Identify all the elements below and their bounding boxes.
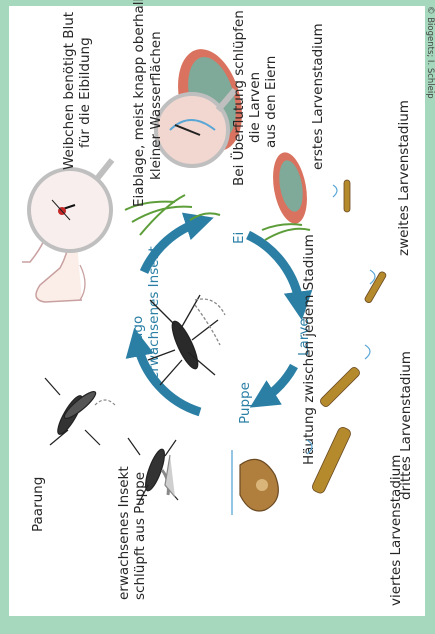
caption-fourth-instar: viertes Larvenstadium xyxy=(388,455,404,606)
arrow-egg-to-larva xyxy=(248,235,300,306)
caption-flood-2: die Larven xyxy=(247,72,263,143)
caption-blood-2: für die Eibildung xyxy=(77,37,93,148)
cycle-label-egg: Ei xyxy=(231,232,247,244)
larva-first-instar xyxy=(333,180,350,212)
caption-laying-1: Eiablage, meist knapp oberhalb xyxy=(131,0,147,207)
caption-blood-1: Weibchen benötigt Blut xyxy=(61,12,77,170)
mating-illustration xyxy=(45,378,115,445)
credit-text: © Biogents; I. Schleip xyxy=(425,6,435,99)
flooded-pot-illustration xyxy=(262,150,312,240)
larva-second-instar xyxy=(364,270,387,304)
cycle-label-imago-1: Imago xyxy=(130,316,146,358)
caption-emerge-2: schlüpft aus Puppe xyxy=(132,472,148,600)
caption-flood-3: aus den Eiern xyxy=(263,56,279,148)
caption-laying-2: kleiner Wasserflächen xyxy=(148,31,164,180)
arrow-larva-to-pupa xyxy=(262,366,294,400)
caption-mating: Paarung xyxy=(30,477,46,532)
pupa-illustration xyxy=(232,450,278,515)
larva-third-instar xyxy=(319,345,370,408)
caption-second-instar: zweites Larvenstadium xyxy=(396,100,412,256)
caption-moulting: Häutung zwischen jedem Stadium xyxy=(301,234,317,465)
blood-meal-illustration xyxy=(22,160,112,302)
caption-first-instar: erstes Larvenstadium xyxy=(310,23,326,170)
cycle-label-pupa: Puppe xyxy=(237,382,253,424)
caption-flood-1: Bei Überflutung schlüpfen xyxy=(229,10,247,186)
caption-emerge-1: erwachsenes Insekt xyxy=(116,466,132,600)
magnifier-egg-laying xyxy=(156,94,228,166)
